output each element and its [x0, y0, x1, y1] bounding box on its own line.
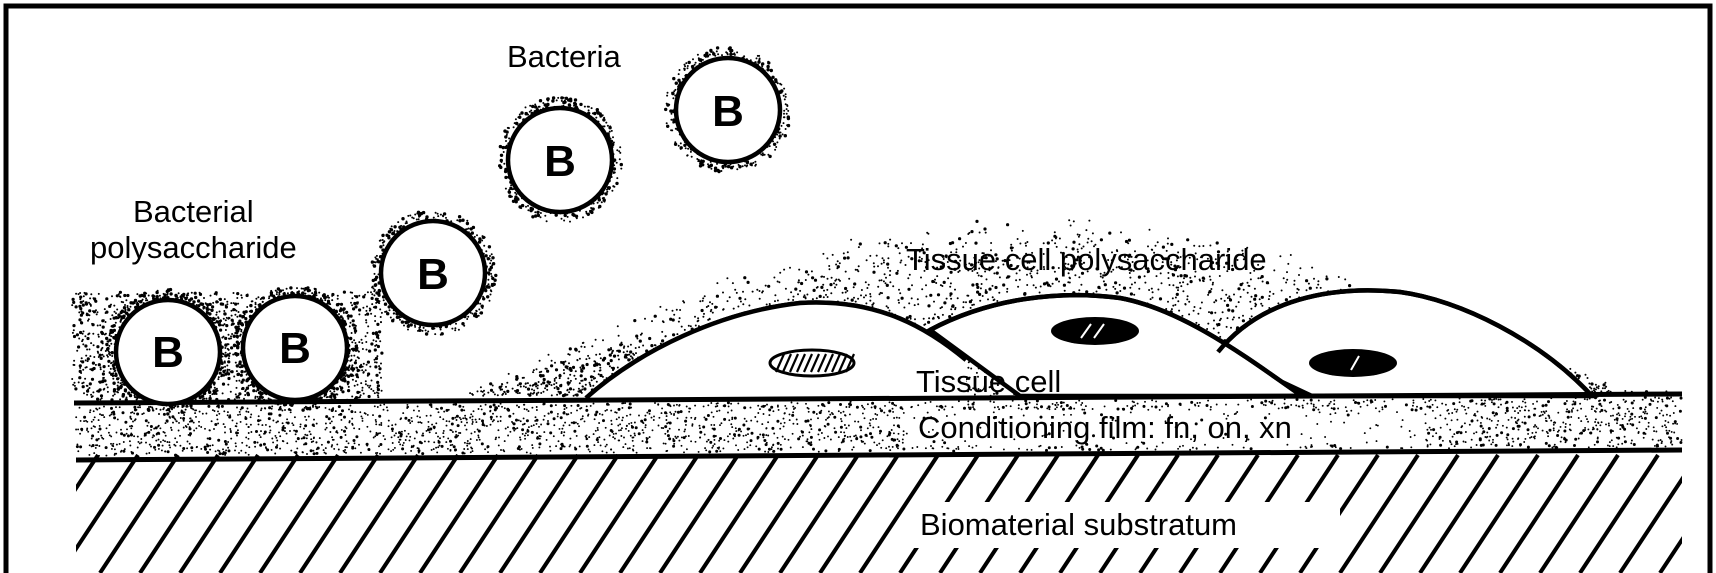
- bacterium-2: B: [243, 296, 347, 400]
- bacterium-label: B: [152, 328, 184, 377]
- bacterium-3: B: [381, 221, 485, 325]
- substratum-surface-line: [76, 450, 1682, 460]
- bacterium-label: B: [417, 250, 449, 299]
- figure-frame: [6, 6, 1710, 573]
- label-tissue-cell-polysaccharide: Tissue cell polysaccharide: [906, 242, 1267, 277]
- label-bacterial-polysaccharide-line1: Bacterial: [133, 194, 254, 229]
- nucleus-dark-middle: [1051, 317, 1139, 345]
- bacterium-1: B: [116, 300, 220, 404]
- bacterium-label: B: [712, 87, 744, 136]
- nucleus-dark-right: [1309, 349, 1397, 377]
- bacterium-label: B: [279, 324, 311, 373]
- bacterium-5: B: [676, 58, 780, 162]
- label-biomaterial-substratum: Biomaterial substratum: [920, 507, 1237, 542]
- label-bacterial-polysaccharide-line2: polysaccharide: [90, 230, 297, 265]
- label-conditioning-film: Conditioning film: fn, on, xn: [918, 410, 1292, 445]
- bacterium-4: B: [508, 108, 612, 212]
- substratum-hatching: [20, 455, 1716, 573]
- label-tissue-cell: Tissue cell: [916, 364, 1061, 399]
- label-bacteria: Bacteria: [507, 39, 621, 74]
- nucleus-hatched: [770, 350, 854, 376]
- bacterium-label: B: [544, 137, 576, 186]
